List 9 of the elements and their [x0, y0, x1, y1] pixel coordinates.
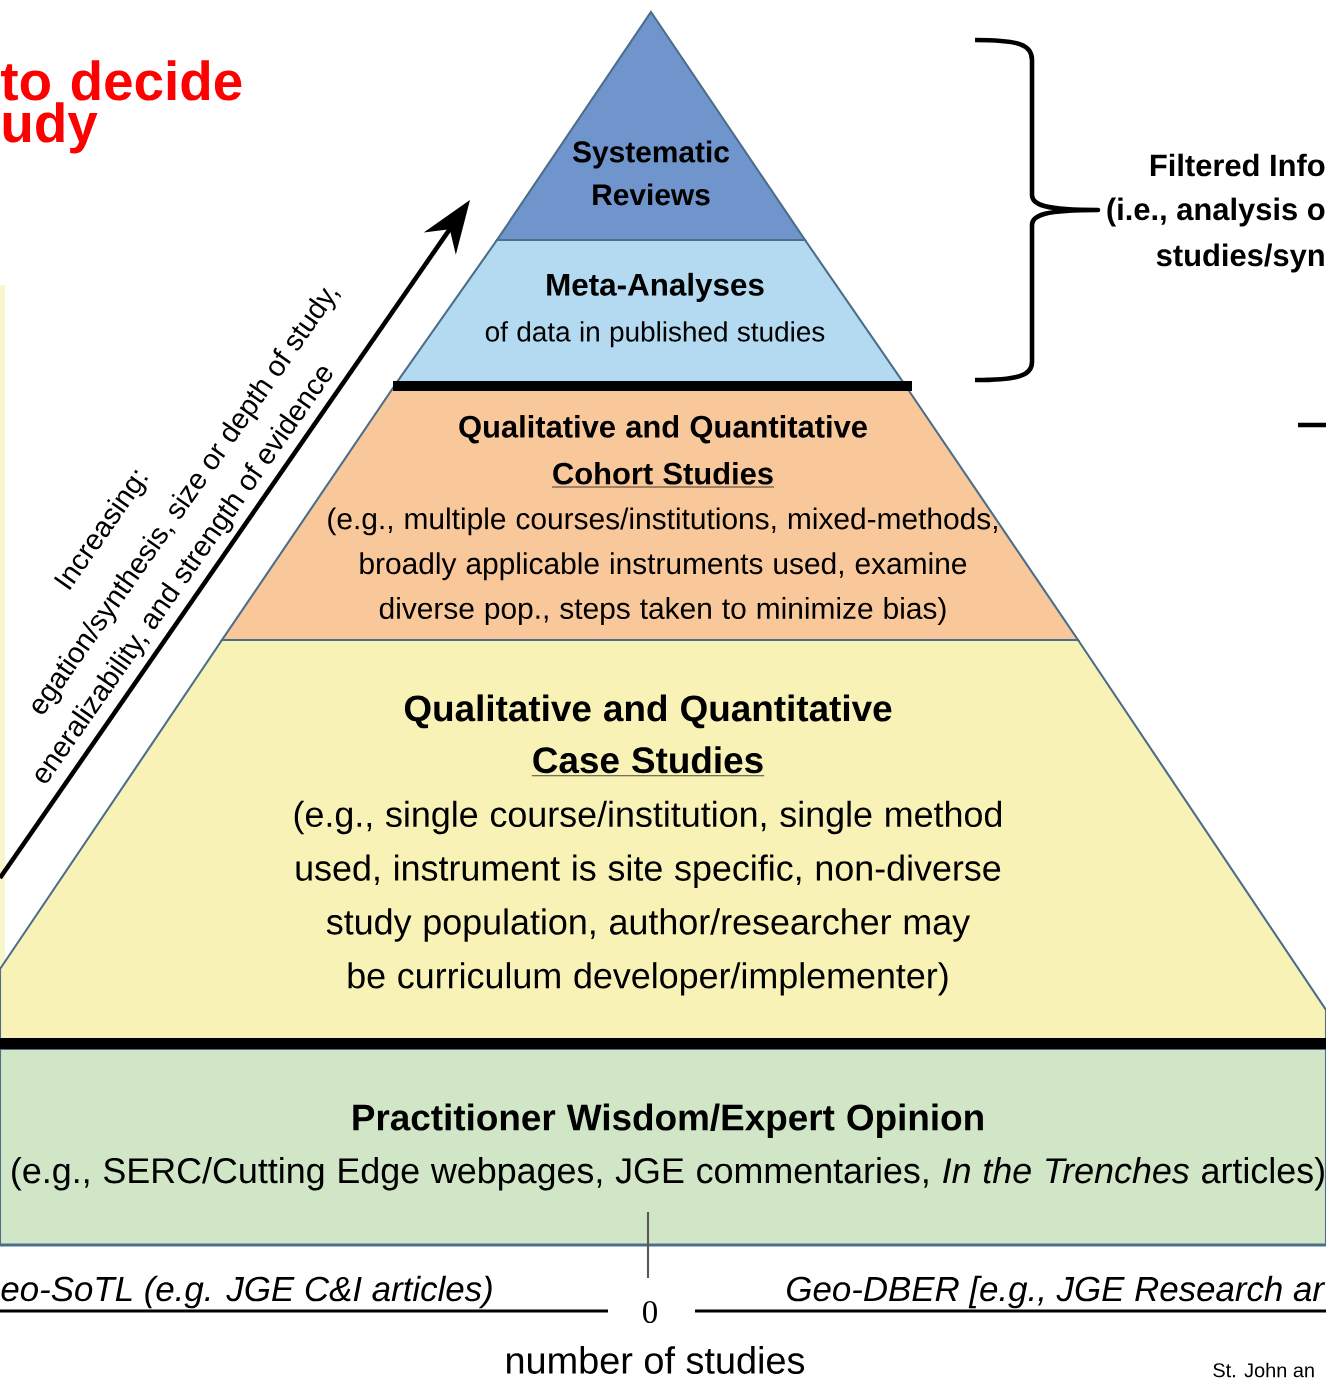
axis-label: number of studies: [507, 1346, 805, 1374]
axis-label: St. John an: [1213, 1362, 1314, 1378]
base-band: Practitioner Wisdom/Expert Opinion (e.g., SERC/Cutting Edge webpages, JGE commentaries, In the Trenches articles): [0, 1047, 1326, 1247]
side-label: studies/syn: [1156, 243, 1324, 273]
side-label: (i.e., analysis o: [1107, 197, 1325, 227]
side-label: Filtered Info: [1150, 153, 1325, 177]
pyramid-tier: Systematic Reviews: [495, 10, 807, 242]
axis-label: 0: [643, 1300, 657, 1324]
title: to decide udy: [1, 60, 242, 154]
